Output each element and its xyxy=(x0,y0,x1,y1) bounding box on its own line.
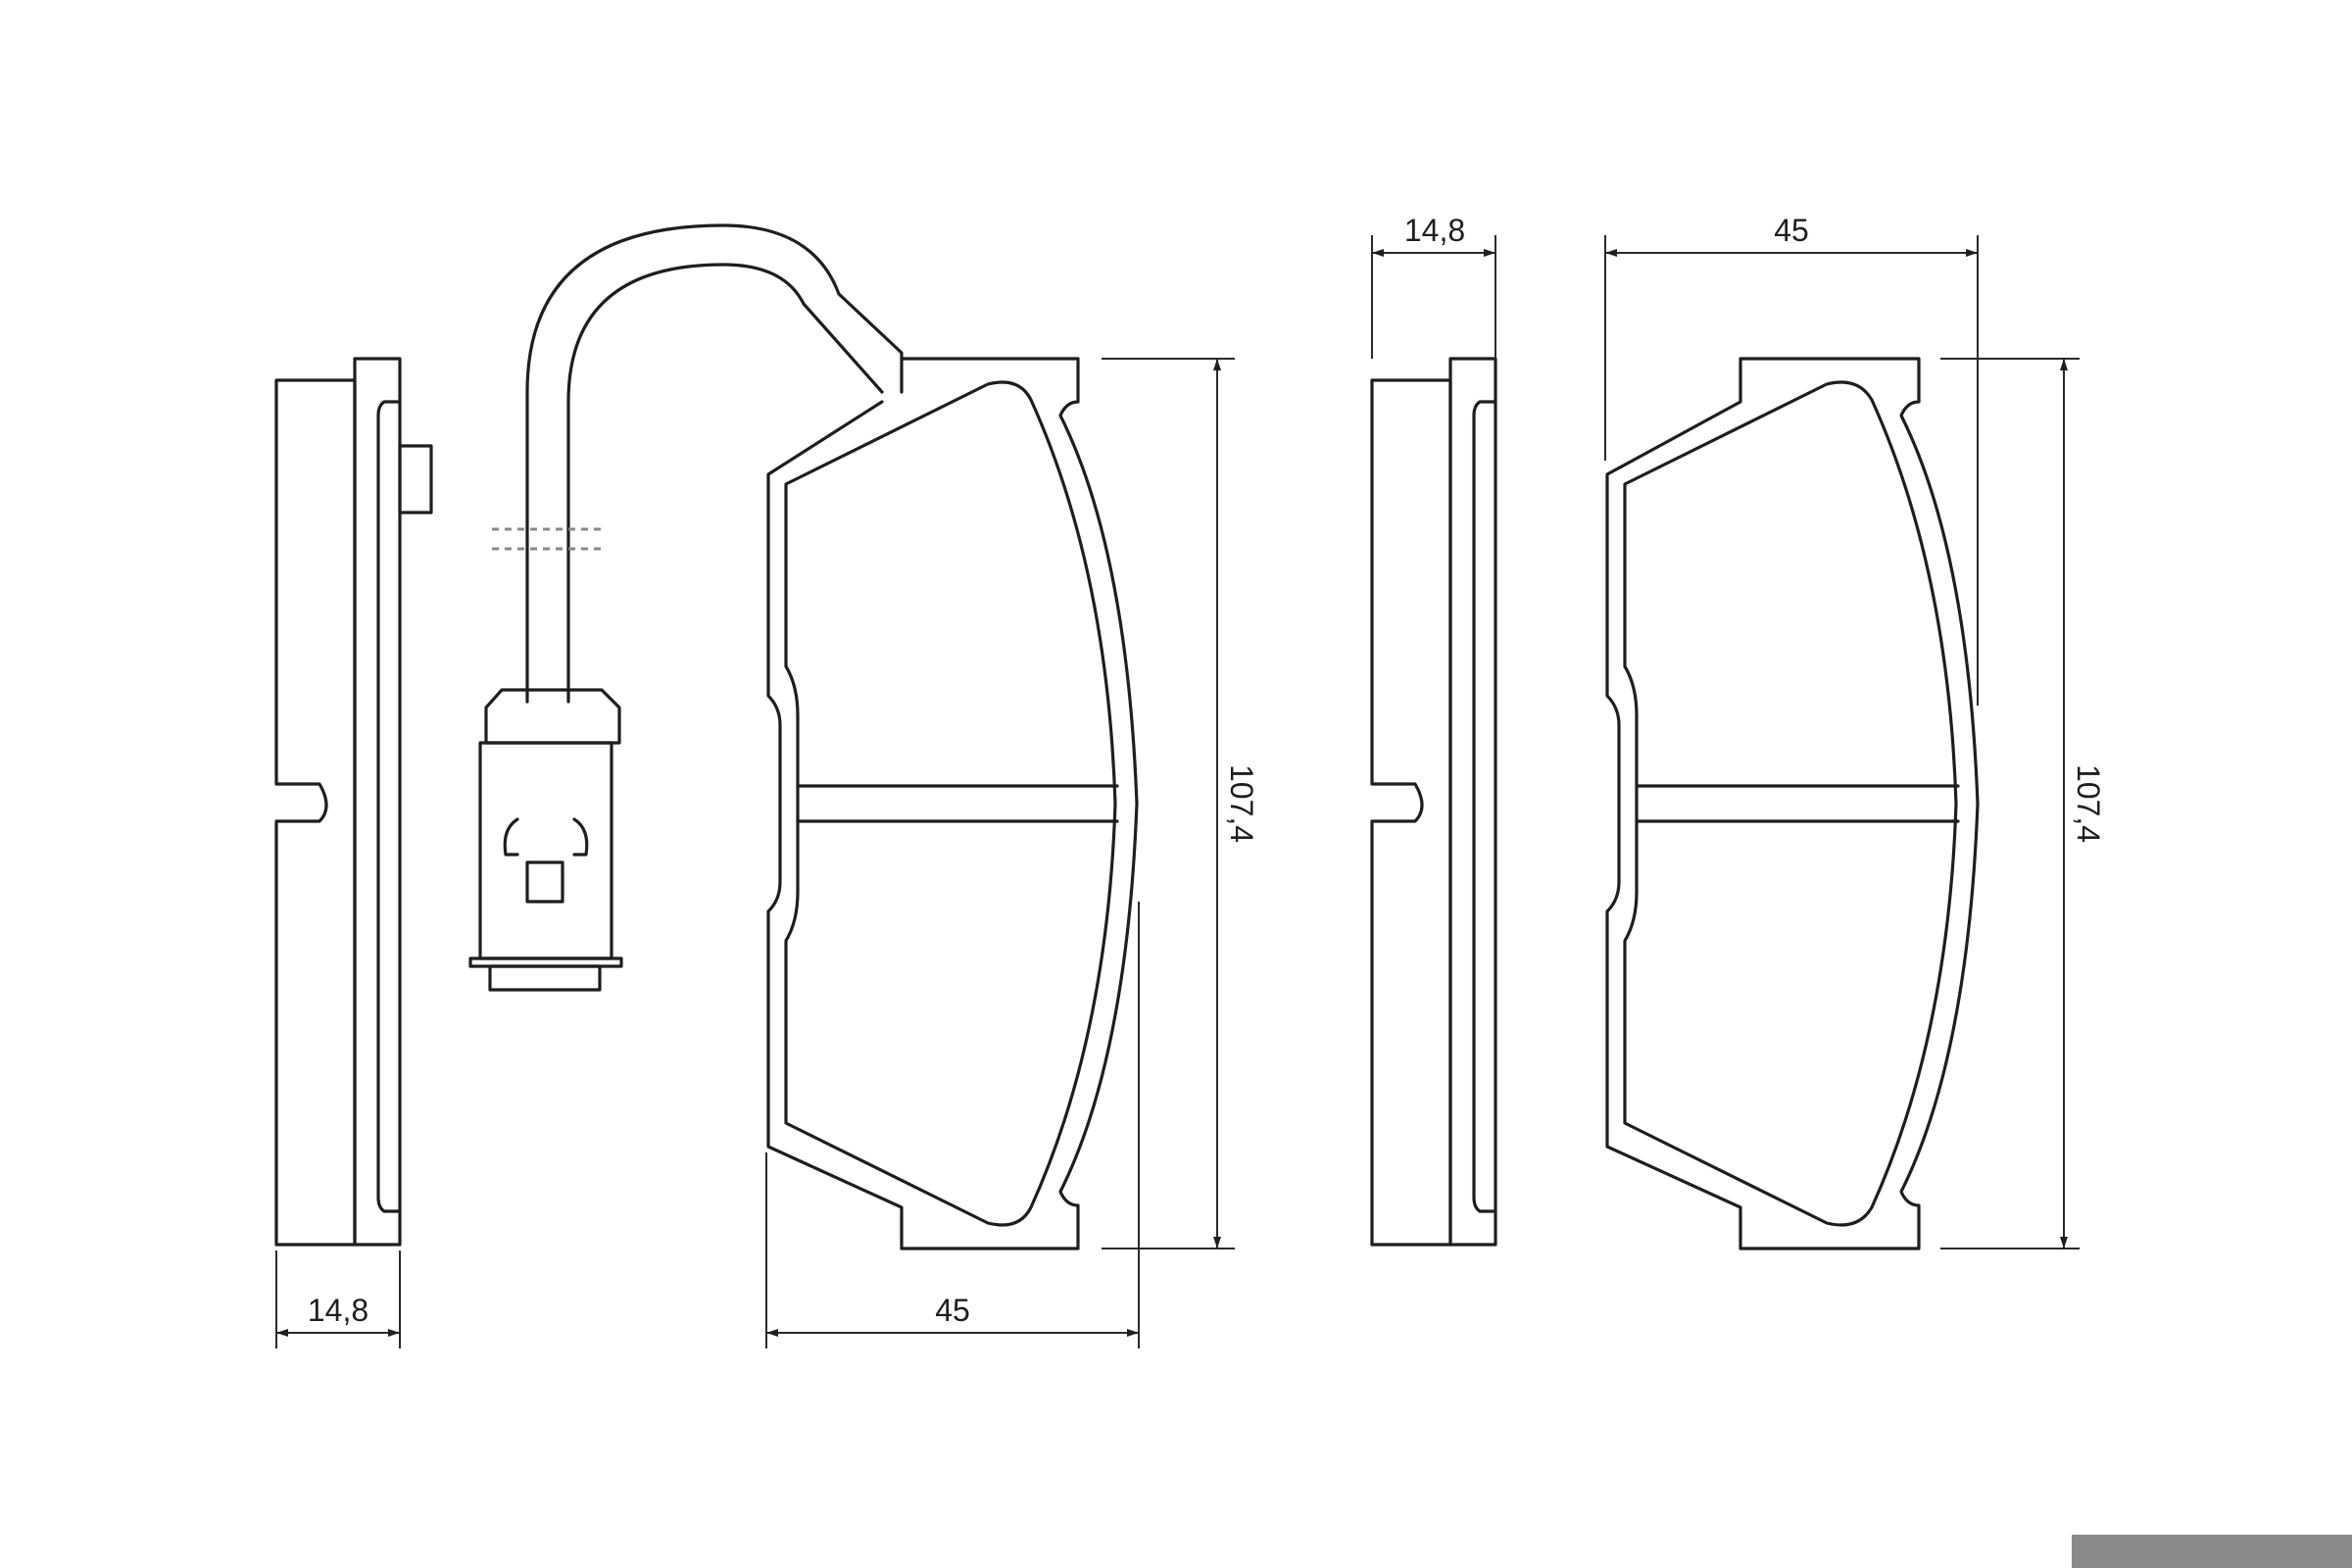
dimension-left-thickness: 14,8 xyxy=(275,1250,401,1348)
left-width-label: 45 xyxy=(935,1293,970,1328)
right-thickness-label: 14,8 xyxy=(1404,213,1465,248)
right-width-label: 45 xyxy=(1774,213,1809,248)
left-thickness-label: 14,8 xyxy=(308,1293,368,1328)
left-pad-side-view xyxy=(274,357,433,1247)
dimension-right-width: 45 xyxy=(1604,213,1979,706)
right-height-label: 107,4 xyxy=(2071,764,2106,843)
wear-sensor-cable xyxy=(492,223,904,704)
right-pad-front-view xyxy=(1605,357,1980,1250)
dimension-left-width: 45 xyxy=(765,902,1140,1348)
left-height-label: 107,4 xyxy=(1224,764,1259,843)
footer-bar xyxy=(2072,1535,2352,1568)
dimension-right-thickness: 14,8 xyxy=(1371,213,1496,359)
wear-sensor-connector xyxy=(468,688,623,992)
dimension-left-height: 107,4 xyxy=(1102,358,1259,1250)
right-pad-side-view xyxy=(1370,357,1497,1247)
left-pad-front-view xyxy=(766,357,1139,1250)
dimension-right-height: 107,4 xyxy=(1940,358,2106,1250)
